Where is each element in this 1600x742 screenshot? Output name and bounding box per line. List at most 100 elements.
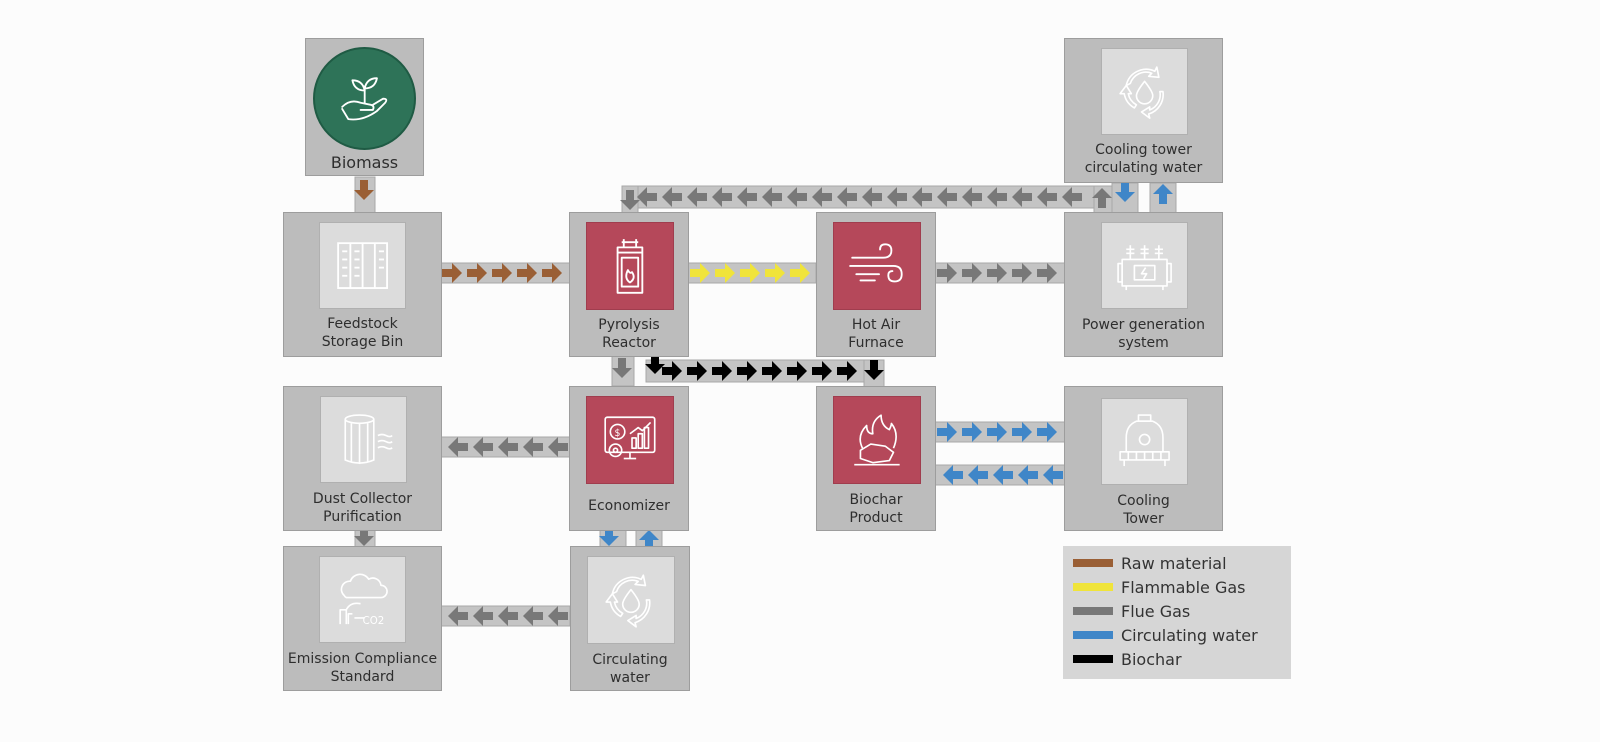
legend-item-flammable-gas: Flammable Gas (1073, 576, 1246, 598)
circulating-water-arrow (599, 526, 619, 546)
emission-label-line2: Standard (330, 669, 395, 685)
flue-gas-arrow (548, 437, 568, 457)
raw-material-arrow (492, 263, 512, 283)
biochar-arrow (837, 361, 857, 381)
hot-air-label-line1: Hot Air (851, 317, 901, 333)
cooling-tower-icon (1119, 414, 1170, 466)
recycle-water-icon (605, 574, 651, 628)
flue-gas-arrow (937, 187, 957, 207)
flue-gas-arrow (473, 437, 493, 457)
circulating-water-arrow (639, 530, 659, 550)
svg-text:$: $ (615, 428, 621, 439)
circulating-water-arrow (943, 465, 963, 485)
legend-item-biochar: Biochar (1073, 648, 1182, 670)
dust-tile (320, 396, 407, 483)
cloud-co2-icon: CO2 (339, 573, 388, 627)
legend-item-circulating-water: Circulating water (1073, 624, 1258, 646)
hand-sprout-icon (341, 77, 388, 121)
biochar-label-line1: Biochar (849, 492, 903, 508)
circulating-label-line1: Circulating (592, 652, 668, 668)
emission-compliance-node: CO2 Emission Compliance Standard (283, 546, 442, 691)
circulating-water-arrow (993, 465, 1013, 485)
flue-gas-arrow (473, 606, 493, 626)
cooling-tower-node: Cooling Tower (1064, 386, 1223, 531)
cooling-tower-water-label-line2: circulating water (1084, 160, 1203, 176)
cooling-tower-water-label-line1: Cooling tower (1095, 142, 1192, 158)
flue-gas-arrow (1037, 263, 1057, 283)
emission-label-line1: Emission Compliance (287, 651, 438, 667)
biochar-arrow (645, 354, 665, 374)
flammable-gas-arrow (715, 263, 735, 283)
raw-material-arrow (517, 263, 537, 283)
flue-gas-arrow (548, 606, 568, 626)
pyrolysis-tile (586, 222, 674, 310)
economizer-tile: $ (586, 396, 674, 484)
economizer-node: $ Economizer (569, 386, 689, 531)
biochar-arrow (762, 361, 782, 381)
flue-gas-arrow (987, 263, 1007, 283)
flue-gas-arrow (737, 187, 757, 207)
biochar-arrow (864, 360, 884, 380)
dust-label-line1: Dust Collector (312, 491, 413, 507)
legend-label: Flammable Gas (1121, 577, 1246, 597)
flue-gas-arrow (637, 187, 657, 207)
feedstock-tile (319, 222, 406, 309)
circulating-water-arrow (1012, 422, 1032, 442)
flue-gas-arrow (937, 263, 957, 283)
biochar-arrow (812, 361, 832, 381)
biochar-tile (833, 396, 921, 484)
power-label-line1: Power generation (1082, 317, 1205, 333)
flue-gas-arrow (837, 187, 857, 207)
biochar-arrow (737, 361, 757, 381)
dust-label-line2: Purification (323, 509, 402, 525)
legend-swatch (1073, 631, 1113, 639)
flue-gas-arrow (987, 187, 1007, 207)
cooling-tower-label-line2: Tower (1123, 511, 1164, 527)
fire-coal-icon (854, 414, 900, 466)
emission-label: Emission Compliance Standard (284, 650, 441, 686)
biochar-label-line2: Product (849, 510, 903, 526)
legend-item-flue-gas: Flue Gas (1073, 600, 1190, 622)
svg-text:CO2: CO2 (363, 616, 385, 627)
flue-gas-arrow (523, 606, 543, 626)
generator-icon (1117, 245, 1172, 290)
flue-gas-arrow (523, 437, 543, 457)
power-label: Power generation system (1065, 316, 1222, 352)
feedstock-label-line1: Feedstock (327, 316, 398, 332)
flue-gas-arrow (787, 187, 807, 207)
flue-gas-arrow (1062, 187, 1082, 207)
legend-item-raw-material: Raw material (1073, 552, 1227, 574)
economizer-label: Economizer (588, 498, 670, 514)
circulating-water-arrow (962, 422, 982, 442)
power-generation-node: Power generation system (1064, 212, 1223, 357)
circulating-tile (587, 556, 675, 644)
biochar-product-node: Biochar Product (816, 386, 936, 531)
flue-gas-arrow (912, 187, 932, 207)
biomass-circle (313, 47, 416, 150)
biochar-label: Biochar Product (817, 491, 935, 527)
biochar-arrow (662, 361, 682, 381)
legend-label: Circulating water (1121, 625, 1258, 645)
feedstock-label: Feedstock Storage Bin (284, 315, 441, 351)
flue-gas-arrow (498, 437, 518, 457)
monitor-chart-icon: $ (604, 416, 656, 460)
flammable-gas-arrow (765, 263, 785, 283)
power-label-line2: system (1118, 335, 1169, 351)
legend-swatch (1073, 655, 1113, 663)
hot-air-tile (833, 222, 921, 310)
flue-gas-arrow (687, 187, 707, 207)
biochar-arrow (687, 361, 707, 381)
dust-collector-node: Dust Collector Purification (283, 386, 442, 531)
biochar-arrow (712, 361, 732, 381)
wind-icon (849, 243, 903, 283)
flammable-gas-arrow (690, 263, 710, 283)
flue-gas-arrow (712, 187, 732, 207)
legend: Raw material Flammable Gas Flue Gas Circ… (1063, 546, 1291, 679)
cooling-tower-water-label: Cooling tower circulating water (1065, 141, 1222, 177)
flue-gas-arrow (1012, 263, 1032, 283)
circulating-water-arrow (987, 422, 1007, 442)
legend-label: Flue Gas (1121, 601, 1191, 621)
circulating-water-arrow (1153, 184, 1173, 204)
flue-gas-arrow (962, 187, 982, 207)
